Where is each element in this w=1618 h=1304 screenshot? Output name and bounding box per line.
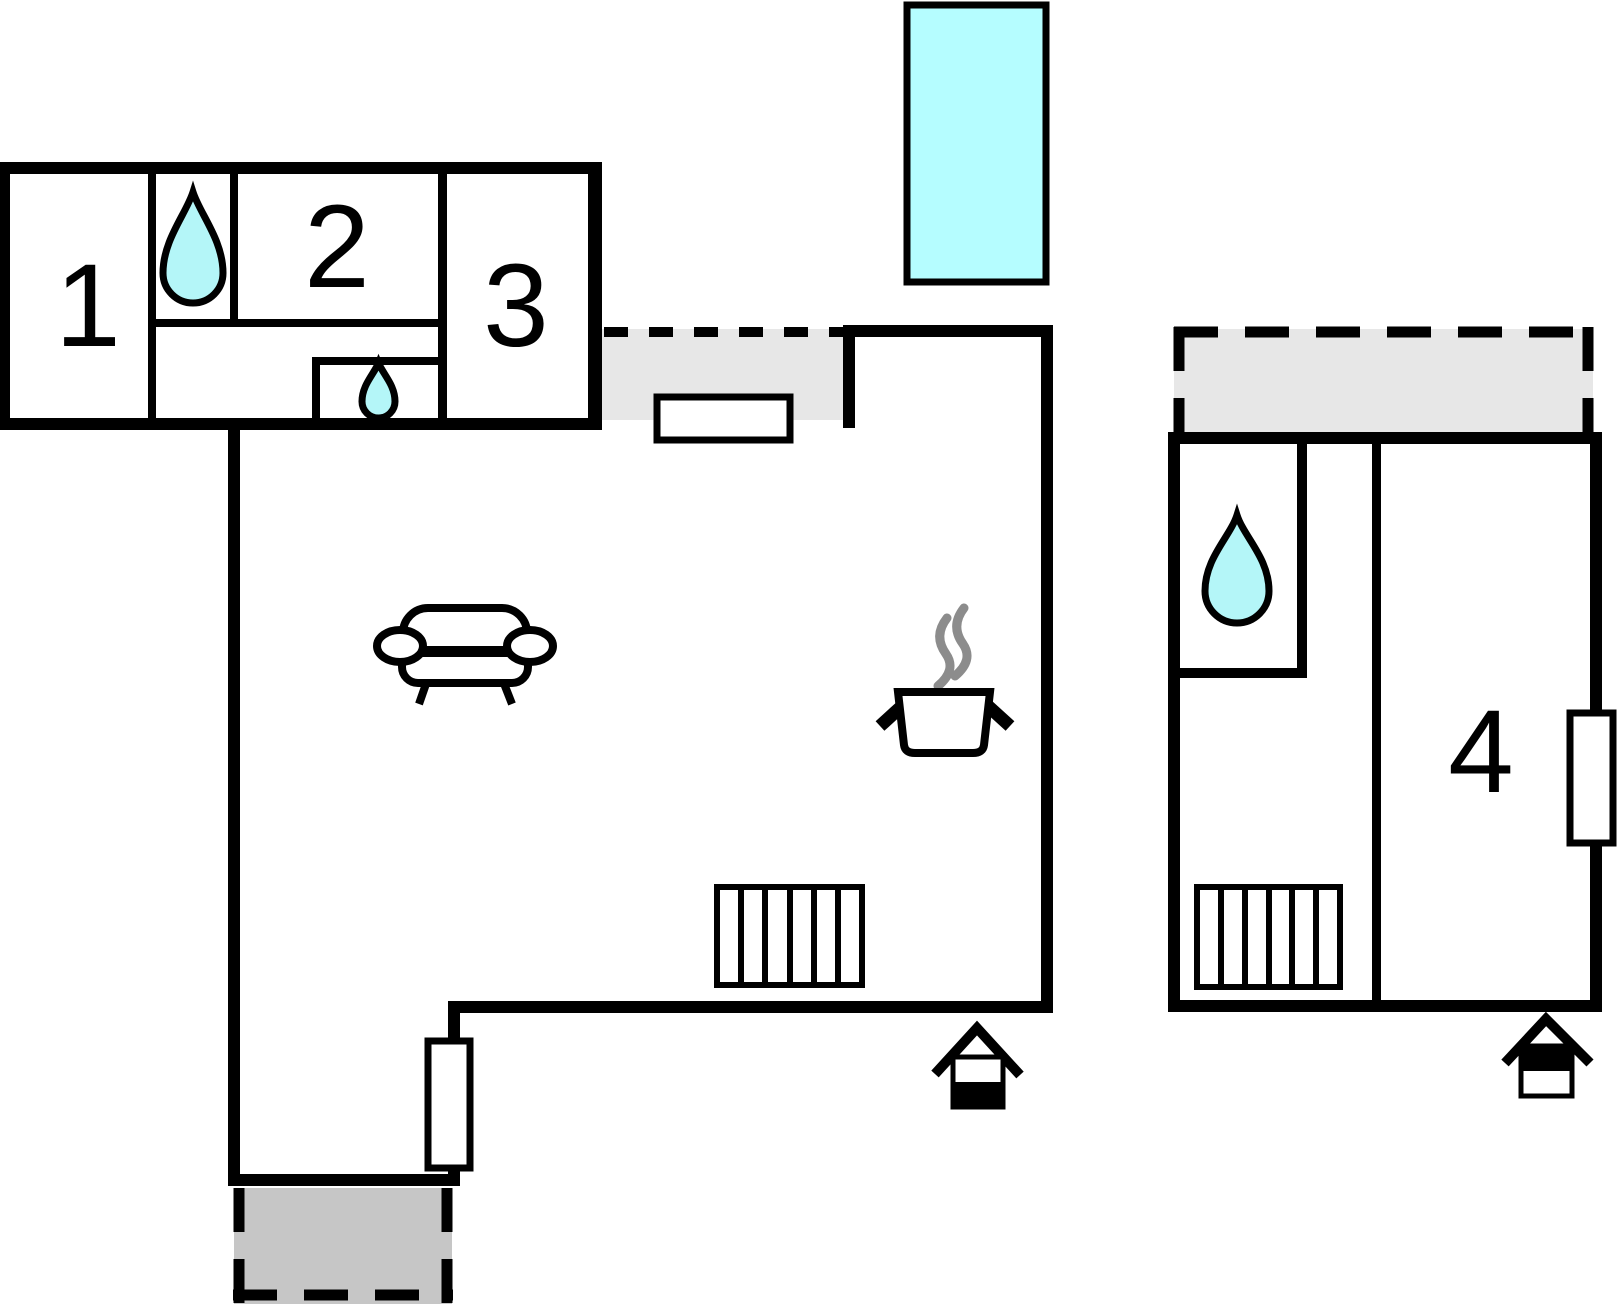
water-drop-icon [159, 180, 227, 307]
pot-body [893, 688, 995, 757]
wall [0, 418, 602, 430]
water-drop-icon [1201, 503, 1273, 627]
wall [228, 1174, 460, 1186]
room-label-2: 2 [304, 181, 370, 313]
entrance-arrow-icon [1501, 1011, 1594, 1099]
room-label-1: 1 [55, 240, 121, 372]
building-left-walls [0, 162, 602, 430]
wall [312, 357, 320, 422]
entrance-body-fill [1521, 1046, 1572, 1071]
wall [148, 319, 447, 327]
wall [1372, 444, 1381, 1000]
wall [843, 325, 855, 428]
pool [903, 1, 1050, 286]
window [1566, 709, 1617, 847]
terrace-area [1174, 329, 1593, 432]
wall [0, 162, 602, 174]
wall [588, 162, 602, 430]
sofa-icon [373, 604, 557, 706]
entrance-body-fill [953, 1082, 1003, 1107]
window [424, 1037, 474, 1172]
entrance-roof [931, 1020, 1024, 1079]
window [653, 393, 794, 444]
wall [1041, 325, 1053, 1013]
terrace-bottom [233, 1188, 453, 1304]
radiator-icon [714, 884, 865, 988]
wall [0, 162, 10, 430]
terrace-area [234, 1188, 452, 1304]
wall [438, 170, 447, 422]
wall [1168, 432, 1602, 444]
wall [1168, 1000, 1602, 1012]
sofa-armrest [503, 626, 557, 666]
wall [228, 424, 240, 1184]
wall [448, 1001, 1053, 1013]
sofa-armrest [373, 626, 427, 666]
water-drop-icon [358, 353, 399, 422]
wall [843, 325, 1053, 337]
wall [1180, 668, 1307, 678]
cooking-pot-icon [875, 603, 1015, 757]
radiator-icon [1194, 884, 1343, 990]
entrance-arrow-icon [931, 1020, 1024, 1110]
room-label-4: 4 [1448, 686, 1514, 818]
wall [148, 170, 156, 422]
terrace-top-right [1173, 326, 1594, 432]
wall [1297, 444, 1307, 678]
wall [230, 170, 238, 324]
room-label-3: 3 [483, 240, 549, 372]
steam-icon [950, 603, 972, 681]
wall [1168, 432, 1180, 1012]
steam-icon [933, 613, 955, 691]
